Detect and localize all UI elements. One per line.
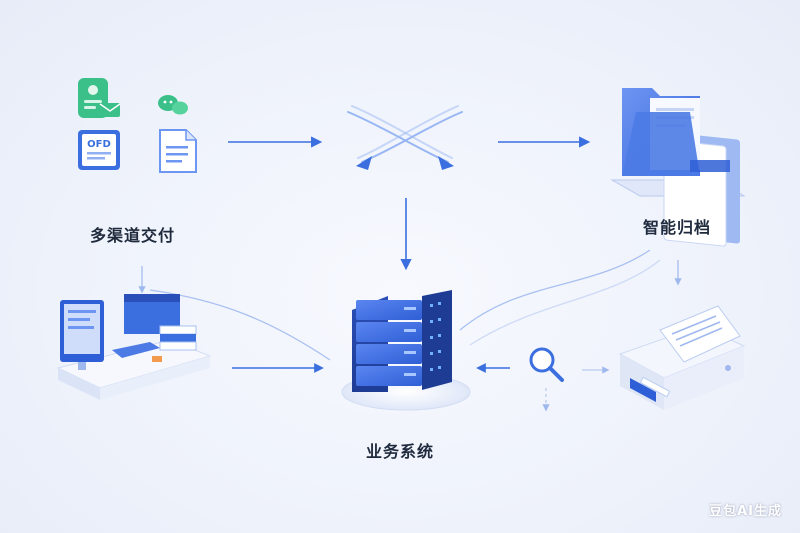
label-business-system: 业务系统 (366, 442, 435, 461)
exchange-hub-icon (347, 105, 463, 170)
ofd-document-icon: OFD (78, 130, 120, 170)
business-server-icon (341, 290, 471, 411)
archive-folder-laptop-icon (610, 88, 746, 247)
mail-icon (99, 103, 121, 117)
wechat-icon (158, 95, 188, 115)
label-multichannel-delivery: 多渠道交付 (90, 226, 176, 245)
label-intelligent-archiving: 智能归档 (643, 218, 712, 237)
office-desk-icon (56, 294, 212, 400)
printer-icon (618, 305, 746, 410)
ai-watermark: 豆包AI生成 (709, 504, 782, 519)
search-icon (529, 347, 564, 382)
ofd-text: OFD (87, 139, 111, 150)
text-document-icon (159, 129, 197, 173)
